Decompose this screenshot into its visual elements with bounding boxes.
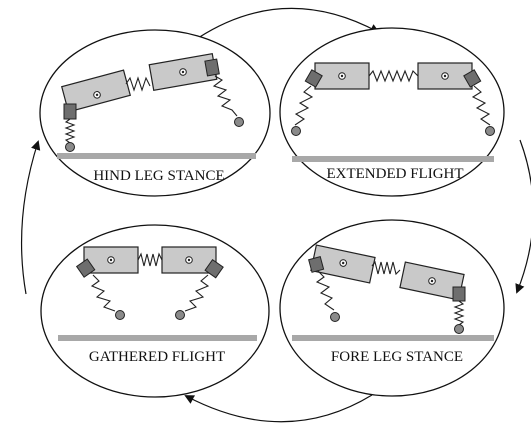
hind-foot — [115, 310, 125, 320]
body-spring — [137, 252, 163, 267]
cycle-arrow-right — [515, 139, 531, 294]
phase-oval — [279, 219, 505, 397]
fore-foot — [234, 117, 244, 127]
phase-gathered-flight: GATHERED FLIGHT — [40, 224, 270, 398]
fore-foot — [454, 324, 464, 334]
phase-fore-leg-stance: FORE LEG STANCE — [279, 219, 505, 397]
cycle-arrow-left — [20, 140, 41, 295]
ground-bar — [292, 156, 494, 162]
ground-bar — [292, 335, 494, 341]
phase-label: FORE LEG STANCE — [331, 349, 463, 365]
cycle-arrow-top — [197, 7, 380, 39]
hind-foot-block — [63, 103, 77, 120]
phase-label: EXTENDED FLIGHT — [326, 166, 463, 182]
phase-hind-leg-stance: HIND LEG STANCE — [39, 29, 271, 197]
hind-leg-spring — [294, 85, 314, 126]
rear-body — [310, 244, 376, 284]
phase-oval — [40, 224, 270, 398]
fore-foot — [485, 126, 495, 136]
phase-label: HIND LEG STANCE — [93, 168, 224, 184]
fore-leg-spring — [184, 274, 210, 312]
body-spring — [368, 69, 419, 83]
rear-body — [314, 62, 370, 90]
hind-foot — [65, 142, 75, 152]
phase-label: GATHERED FLIGHT — [89, 349, 225, 365]
fore-leg-spring — [453, 300, 465, 326]
phase-extended-flight: EXTENDED FLIGHT — [279, 27, 505, 197]
fore-foot-block — [204, 258, 224, 279]
ground-bar — [57, 153, 256, 159]
fore-foot-block — [204, 58, 220, 77]
front-body — [417, 62, 473, 90]
body-spring — [371, 260, 401, 276]
hind-foot-block — [75, 258, 96, 278]
hind-leg-spring — [315, 270, 335, 311]
hind-foot-block — [308, 256, 325, 273]
hind-foot-block — [304, 69, 323, 88]
hind-leg-spring — [64, 118, 76, 144]
fore-foot-block — [463, 69, 482, 88]
ground-bar — [58, 335, 257, 341]
hind-foot — [291, 126, 301, 136]
body-spring — [125, 76, 151, 92]
fore-foot-block — [452, 286, 466, 302]
fore-leg-spring — [212, 75, 238, 117]
fore-leg-spring — [471, 85, 491, 126]
hind-foot — [330, 312, 340, 322]
fore-foot — [175, 310, 185, 320]
hind-leg-spring — [90, 274, 116, 312]
cycle-arrow-bottom — [184, 394, 373, 423]
